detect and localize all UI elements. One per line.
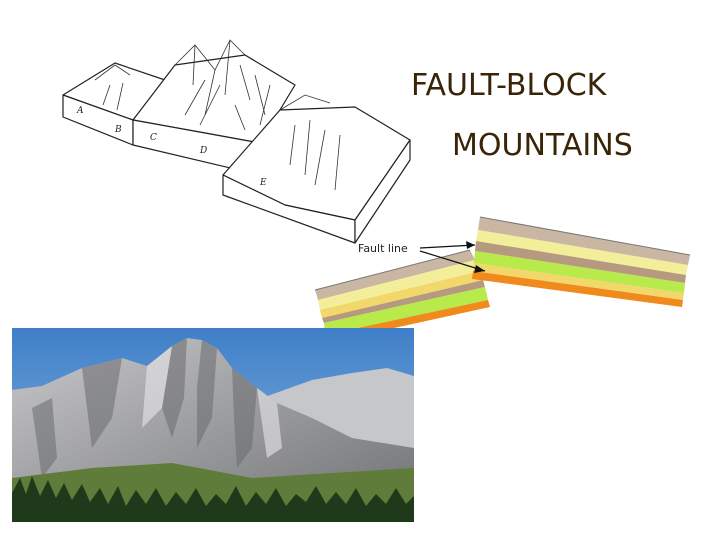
left-strata-block [314, 249, 490, 343]
block-3-side [354, 139, 411, 244]
fault-block-sketch: A B C D E [62, 39, 411, 244]
fault-line-label: Fault line [358, 242, 408, 255]
block-letter-a: A [76, 106, 84, 116]
fault-arrow-upper [419, 244, 476, 249]
slide-title-line-2: MOUNTAINS [452, 128, 633, 163]
slide-title-line-1: FAULT-BLOCK [411, 68, 607, 103]
mountain-photo [12, 328, 414, 522]
block-letter-b: B [114, 125, 122, 135]
block-letter-d: D [199, 146, 207, 156]
right-strata-block [472, 216, 691, 307]
fault-arrow-lower [419, 250, 486, 272]
block-letter-e: E [259, 178, 267, 188]
block-letter-c: C [150, 133, 157, 143]
fault-line-diagram: Fault line [314, 216, 691, 343]
